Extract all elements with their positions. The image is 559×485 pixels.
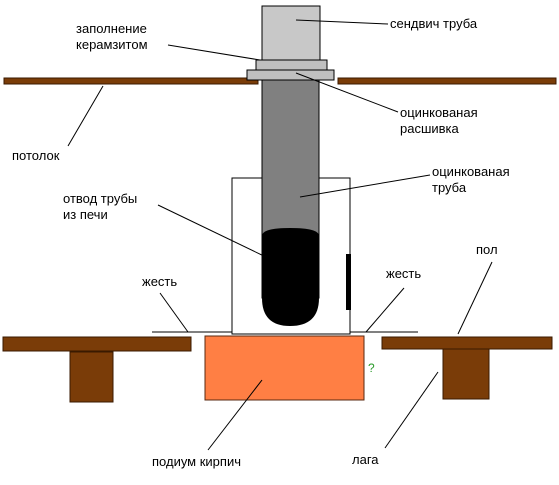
stove-box-side-mark bbox=[346, 254, 351, 310]
pipe-bottom-end bbox=[262, 228, 319, 326]
leader-ceiling bbox=[67, 85, 104, 147]
label-clay-fill-line2: керамзитом bbox=[76, 37, 148, 52]
label-galv-trim-line1: оцинкованая bbox=[400, 105, 478, 120]
galvanized-trim bbox=[246, 59, 335, 81]
sandwich-pipe bbox=[261, 5, 321, 61]
label-podium: подиум кирпич bbox=[152, 454, 241, 469]
label-ceiling: потолок bbox=[12, 148, 60, 163]
label-floor: пол bbox=[476, 242, 498, 257]
label-stove-pipe-line2: из печи bbox=[63, 207, 108, 222]
floor-board-left bbox=[2, 336, 192, 352]
flange-lower bbox=[246, 69, 335, 81]
leader-galv-trim bbox=[295, 72, 399, 113]
leader-galv-pipe bbox=[299, 174, 431, 198]
ceiling-board-right bbox=[337, 77, 557, 85]
leader-tin-left bbox=[159, 292, 189, 333]
label-joist: лага bbox=[352, 452, 379, 467]
leader-lines bbox=[67, 19, 493, 451]
label-stove-pipe-line1: отвод трубы bbox=[63, 191, 137, 206]
label-galv-pipe-line2: труба bbox=[432, 180, 467, 195]
floor-board-right bbox=[381, 336, 553, 350]
brick-podium bbox=[204, 335, 365, 401]
leader-tin-right bbox=[365, 287, 405, 333]
label-galv-trim-line2: расшивка bbox=[400, 121, 460, 136]
label-galv-pipe-line1: оцинкованая bbox=[432, 164, 510, 179]
question-mark: ? bbox=[368, 361, 375, 375]
joist-left bbox=[69, 351, 114, 403]
label-tin-right: жесть bbox=[386, 266, 421, 281]
label-tin-left: жесть bbox=[142, 274, 177, 289]
joist-right bbox=[442, 348, 490, 400]
ceiling-board bbox=[3, 77, 557, 85]
leader-sandwich-pipe bbox=[295, 19, 389, 25]
flange-upper bbox=[255, 59, 328, 71]
ceiling-board-left bbox=[3, 77, 259, 85]
leader-clay-fill bbox=[167, 44, 261, 61]
leader-floor bbox=[457, 261, 493, 335]
leader-podium bbox=[207, 379, 263, 451]
label-clay-fill-line1: заполнение bbox=[76, 21, 147, 36]
label-sandwich-pipe: сендвич труба bbox=[390, 16, 478, 31]
leader-stove-pipe bbox=[157, 204, 269, 259]
leader-joist bbox=[384, 371, 439, 449]
